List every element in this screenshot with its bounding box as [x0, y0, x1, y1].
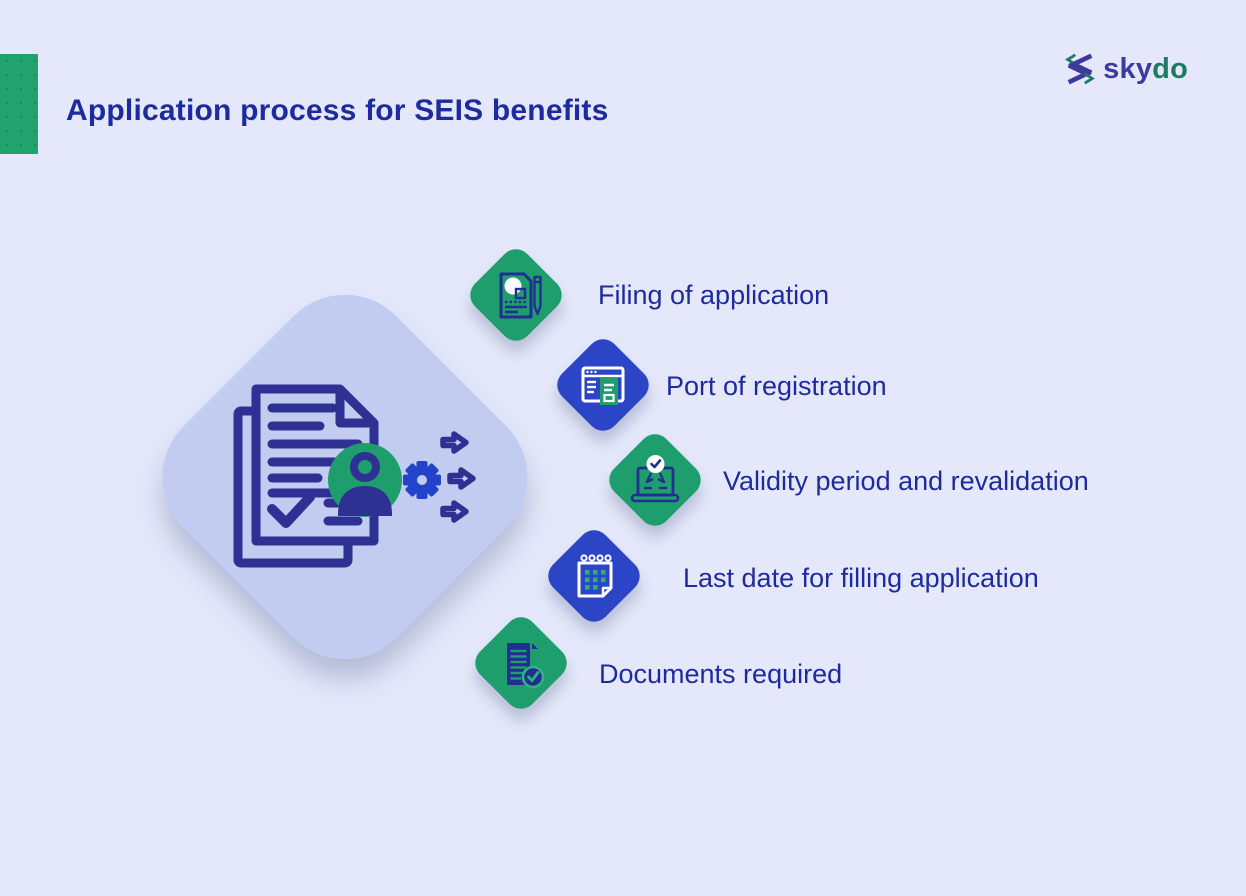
step-label-port: Port of registration	[666, 371, 887, 401]
skydo-s-mark-icon	[1065, 53, 1096, 85]
page-title: Application process for SEIS benefits	[66, 94, 609, 127]
triple-arrow-right-icon	[440, 431, 476, 523]
document-pen-icon	[479, 258, 553, 332]
laptop-badge-icon	[618, 443, 692, 517]
person-circle-icon	[328, 443, 402, 517]
logo-text-do: do	[1152, 52, 1188, 85]
step-label-filing: Filing of application	[598, 280, 830, 310]
skydo-logo-text: skydo	[1103, 53, 1188, 86]
left-accent-bar	[0, 54, 38, 154]
logo-text-sky: sky	[1103, 52, 1153, 85]
checkmark-icon	[267, 492, 315, 528]
document-check-icon	[484, 626, 558, 700]
gear-icon	[403, 461, 441, 499]
step-label-validity: Validity period and revalidation	[723, 466, 1089, 496]
skydo-logo: skydo	[1063, 52, 1188, 86]
browser-window-icon	[566, 348, 640, 422]
application-processing-illustration	[233, 384, 476, 568]
step-label-lastdate: Last date for filling application	[683, 563, 1039, 593]
step-label-documents: Documents required	[599, 659, 843, 689]
calendar-icon	[557, 539, 631, 613]
